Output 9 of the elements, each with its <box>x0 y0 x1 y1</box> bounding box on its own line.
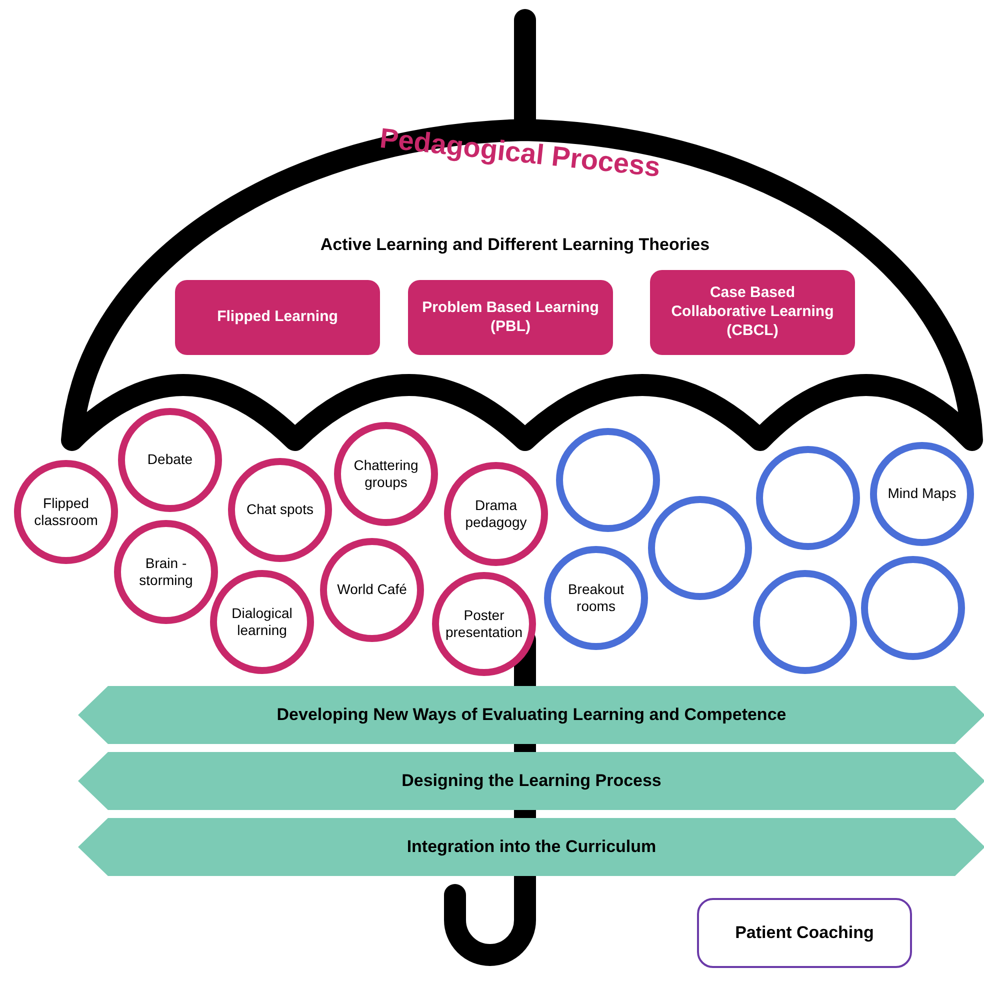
theory-box: Flipped Learning <box>175 280 380 355</box>
title: Pedagogical Process <box>377 121 663 185</box>
heading: Active Learning and Different Learning Theories <box>319 234 711 256</box>
process-band: Integration into the Curriculum <box>78 818 984 876</box>
coaching-box: Patient Coaching <box>697 898 912 968</box>
theory-box: Problem Based Learning (PBL) <box>408 280 613 355</box>
theory-box: Case Based Collaborative Learning (CBCL) <box>650 270 855 355</box>
process-band: Designing the Learning Process <box>78 752 984 810</box>
process-band: Developing New Ways of Evaluating Learning and Competence <box>78 686 984 744</box>
